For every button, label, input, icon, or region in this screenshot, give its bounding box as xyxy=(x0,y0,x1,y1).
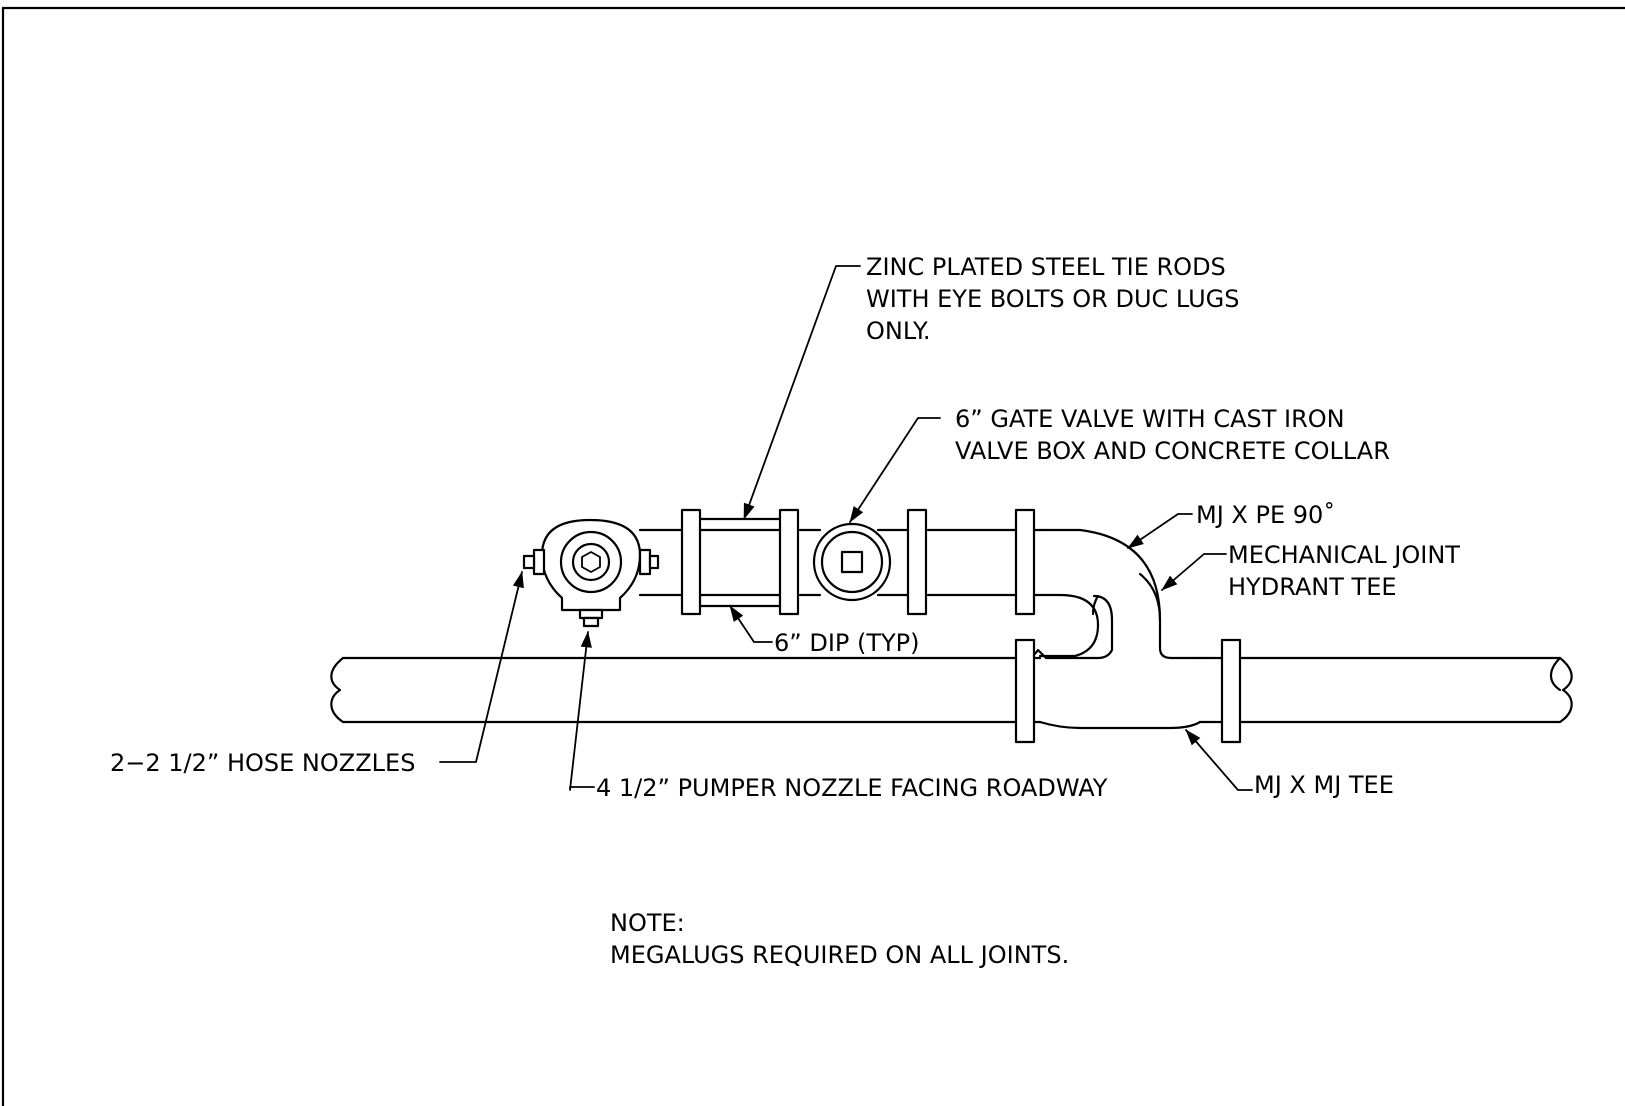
hydrant-tee-label: MECHANICAL JOINT xyxy=(1228,541,1460,569)
branch-pipe xyxy=(638,517,1017,608)
leader-lines xyxy=(439,265,1253,791)
mj-mj-tee-label: MJ X MJ TEE xyxy=(1254,771,1394,799)
sheet-border xyxy=(1,6,1625,1106)
gate-valve xyxy=(812,522,892,602)
tie-rods-label: ZINC PLATED STEEL TIE RODS xyxy=(866,253,1226,281)
note-text: MEGALUGS REQUIRED ON ALL JOINTS. xyxy=(610,941,1069,969)
fire-hydrant xyxy=(522,518,660,628)
general-note: NOTE: MEGALUGS REQUIRED ON ALL JOINTS. xyxy=(610,909,1069,969)
callout-labels: ZINC PLATED STEEL TIE RODS WITH EYE BOLT… xyxy=(110,253,1460,802)
tie-rods-label: WITH EYE BOLTS OR DUC LUGS xyxy=(866,285,1240,313)
hydrant-tee-label: HYDRANT TEE xyxy=(1228,573,1397,601)
note-heading: NOTE: xyxy=(610,909,685,937)
pumper-nozzle-label: 4 1/2” PUMPER NOZZLE FACING ROADWAY xyxy=(596,774,1108,802)
flange xyxy=(680,508,702,616)
flange xyxy=(906,508,928,616)
gate-valve-label: VALVE BOX AND CONCRETE COLLAR xyxy=(955,437,1390,465)
tie-rods-label: ONLY. xyxy=(866,317,930,345)
mj-pe-90-elbow xyxy=(1038,528,1162,658)
joint-flanges xyxy=(680,508,1242,744)
mj-pe-90-label: MJ X PE 90˚ xyxy=(1196,501,1335,529)
flange xyxy=(778,508,800,616)
flange xyxy=(1014,508,1036,616)
gate-valve-label: 6” GATE VALVE WITH CAST IRON xyxy=(955,405,1345,433)
hose-nozzles-label: 2−2 1/2” HOSE NOZZLES xyxy=(110,749,415,777)
flange xyxy=(1014,638,1036,744)
flange xyxy=(1220,638,1242,744)
dip-label: 6” DIP (TYP) xyxy=(774,629,920,657)
